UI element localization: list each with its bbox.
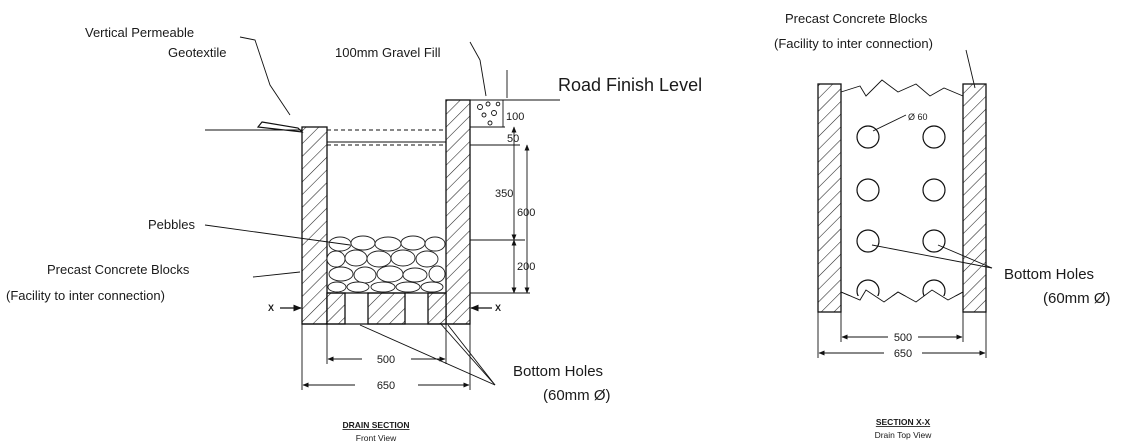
top-blocks-label-2: (Facility to inter connection) <box>774 36 933 51</box>
base-block-left <box>326 292 346 325</box>
dim-200: 200 <box>517 261 535 273</box>
section-mark-right: X <box>495 303 501 313</box>
pebble-bed <box>326 235 446 293</box>
top-holes-label-1: Bottom Holes <box>1004 266 1094 283</box>
top-break-line <box>840 79 964 97</box>
hole <box>856 178 880 202</box>
top-left-wall <box>817 83 842 313</box>
top-blocks-label-1: Precast Concrete Blocks <box>785 11 928 26</box>
top-view: 500 650 Precast Concrete Blocks (Facilit… <box>774 11 1111 440</box>
hole <box>922 229 946 253</box>
geotextile-label-1: Vertical Permeable <box>85 25 194 40</box>
hole <box>922 125 946 149</box>
section-mark-left: X <box>268 303 274 313</box>
front-caption: DRAIN SECTION <box>342 420 409 430</box>
holes-label-2: (60mm Ø) <box>543 387 611 404</box>
dim-350: 350 <box>495 188 513 200</box>
hole <box>856 125 880 149</box>
front-subcaption: Front View <box>356 433 397 443</box>
geotextile <box>205 121 304 133</box>
gravel-symbols <box>477 101 501 126</box>
road-level-label: Road Finish Level <box>558 75 702 95</box>
dim-500-top: 500 <box>894 332 912 344</box>
dim-100: 100 <box>506 111 524 123</box>
dim-650-front: 650 <box>377 380 395 392</box>
hole-grid <box>856 125 946 303</box>
dim-50: 50 <box>507 133 519 145</box>
blocks-label-1: Precast Concrete Blocks <box>47 262 190 277</box>
geotextile-label-2: Geotextile <box>168 45 227 60</box>
hole <box>922 178 946 202</box>
top-right-wall <box>962 83 987 313</box>
top-holes-label-2: (60mm Ø) <box>1043 290 1111 307</box>
front-view: 100 50 350 600 200 500 650 X X Vertical … <box>6 25 702 443</box>
pebbles-label: Pebbles <box>148 217 195 232</box>
dim-600: 600 <box>517 207 535 219</box>
base-block-right <box>427 292 447 325</box>
hole <box>856 229 880 253</box>
hole-dia-label: Ø 60 <box>908 112 928 122</box>
holes-label-1: Bottom Holes <box>513 363 603 380</box>
dim-650-top: 650 <box>894 348 912 360</box>
gravel-label: 100mm Gravel Fill <box>335 45 441 60</box>
blocks-label-2: (Facility to inter connection) <box>6 288 165 303</box>
base-block-mid <box>367 292 406 325</box>
left-wall <box>301 126 328 325</box>
top-subcaption: Drain Top View <box>875 430 933 440</box>
right-wall <box>445 99 471 325</box>
top-caption: SECTION X-X <box>876 417 931 427</box>
dim-500-front: 500 <box>377 354 395 366</box>
